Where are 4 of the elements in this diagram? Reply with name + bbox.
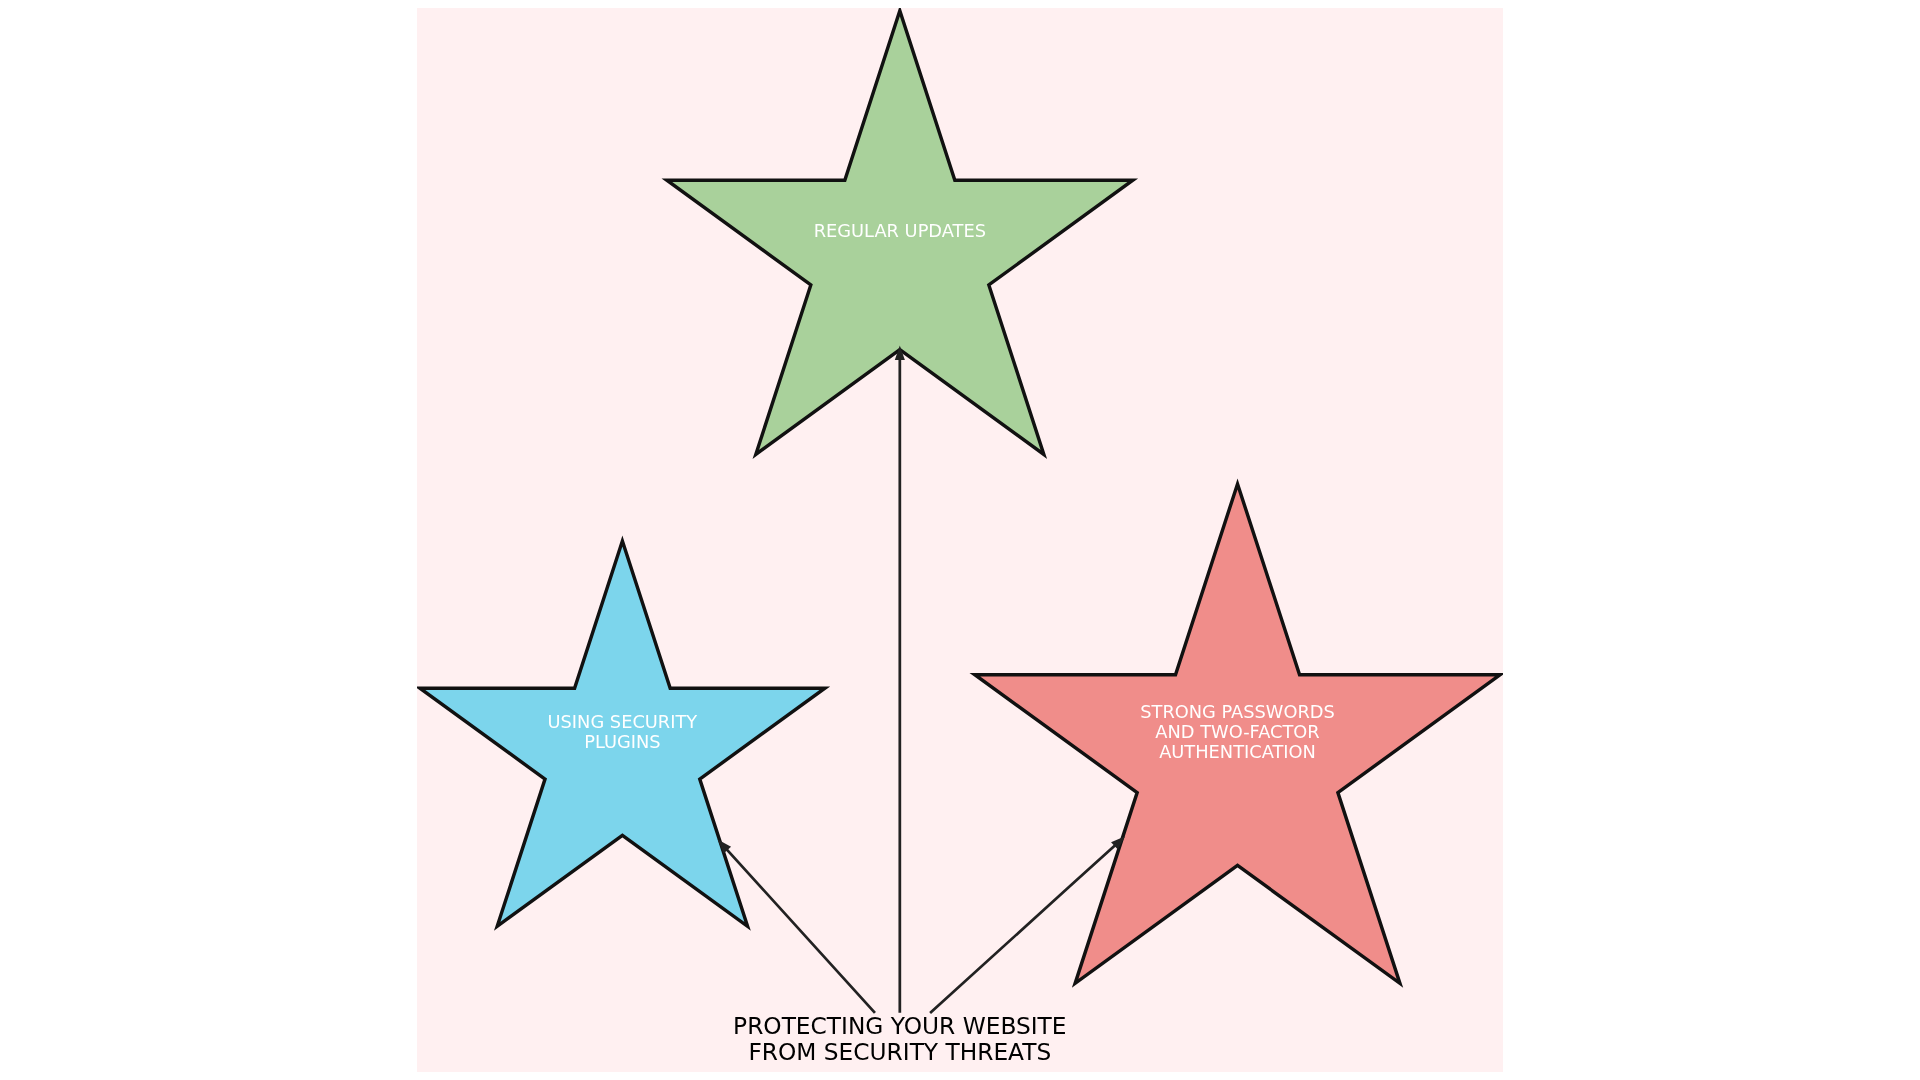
arrow [717, 839, 876, 1014]
node-text: PROTECTING YOUR WEBSITE FROM SECURITY THREATS [733, 1012, 1067, 1065]
arrow [894, 345, 905, 1013]
arrow [929, 836, 1126, 1014]
